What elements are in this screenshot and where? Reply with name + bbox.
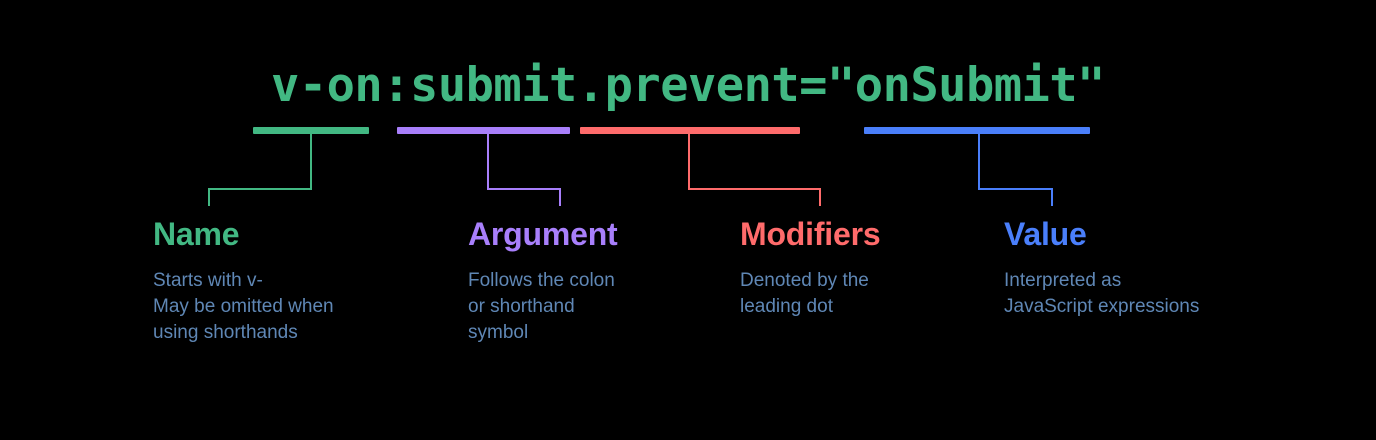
segment-bar-argument xyxy=(397,127,570,134)
segment-bar-modifiers xyxy=(580,127,800,134)
connector-horizontal-name xyxy=(208,188,312,190)
segment-description-value: Interpreted as JavaScript expressions xyxy=(1004,270,1200,317)
segment-bar-name xyxy=(253,127,369,134)
segment-bar-value xyxy=(864,127,1090,134)
segment-description-modifiers: Denoted by the leading dot xyxy=(740,270,869,317)
connector-vertical-value xyxy=(978,134,980,189)
connector-vertical-modifiers xyxy=(688,134,690,189)
connector-stub-modifiers xyxy=(819,188,821,206)
code-expression: v-on:submit.prevent="onSubmit" xyxy=(271,58,1105,113)
connector-stub-name xyxy=(208,188,210,206)
connector-horizontal-modifiers xyxy=(688,188,821,190)
segment-title-modifiers: Modifiers xyxy=(740,216,881,252)
segment-title-value: Value xyxy=(1004,216,1087,252)
connector-vertical-name xyxy=(310,134,312,189)
segment-description-argument: Follows the colon or shorthand symbol xyxy=(468,270,615,343)
connector-horizontal-value xyxy=(978,188,1053,190)
connector-horizontal-argument xyxy=(487,188,561,190)
connector-stub-argument xyxy=(559,188,561,206)
segment-description-name: Starts with v- May be omitted when using… xyxy=(153,270,334,343)
connector-vertical-argument xyxy=(487,134,489,189)
segment-title-name: Name xyxy=(153,216,240,252)
segment-title-argument: Argument xyxy=(468,216,618,252)
connector-stub-value xyxy=(1051,188,1053,206)
